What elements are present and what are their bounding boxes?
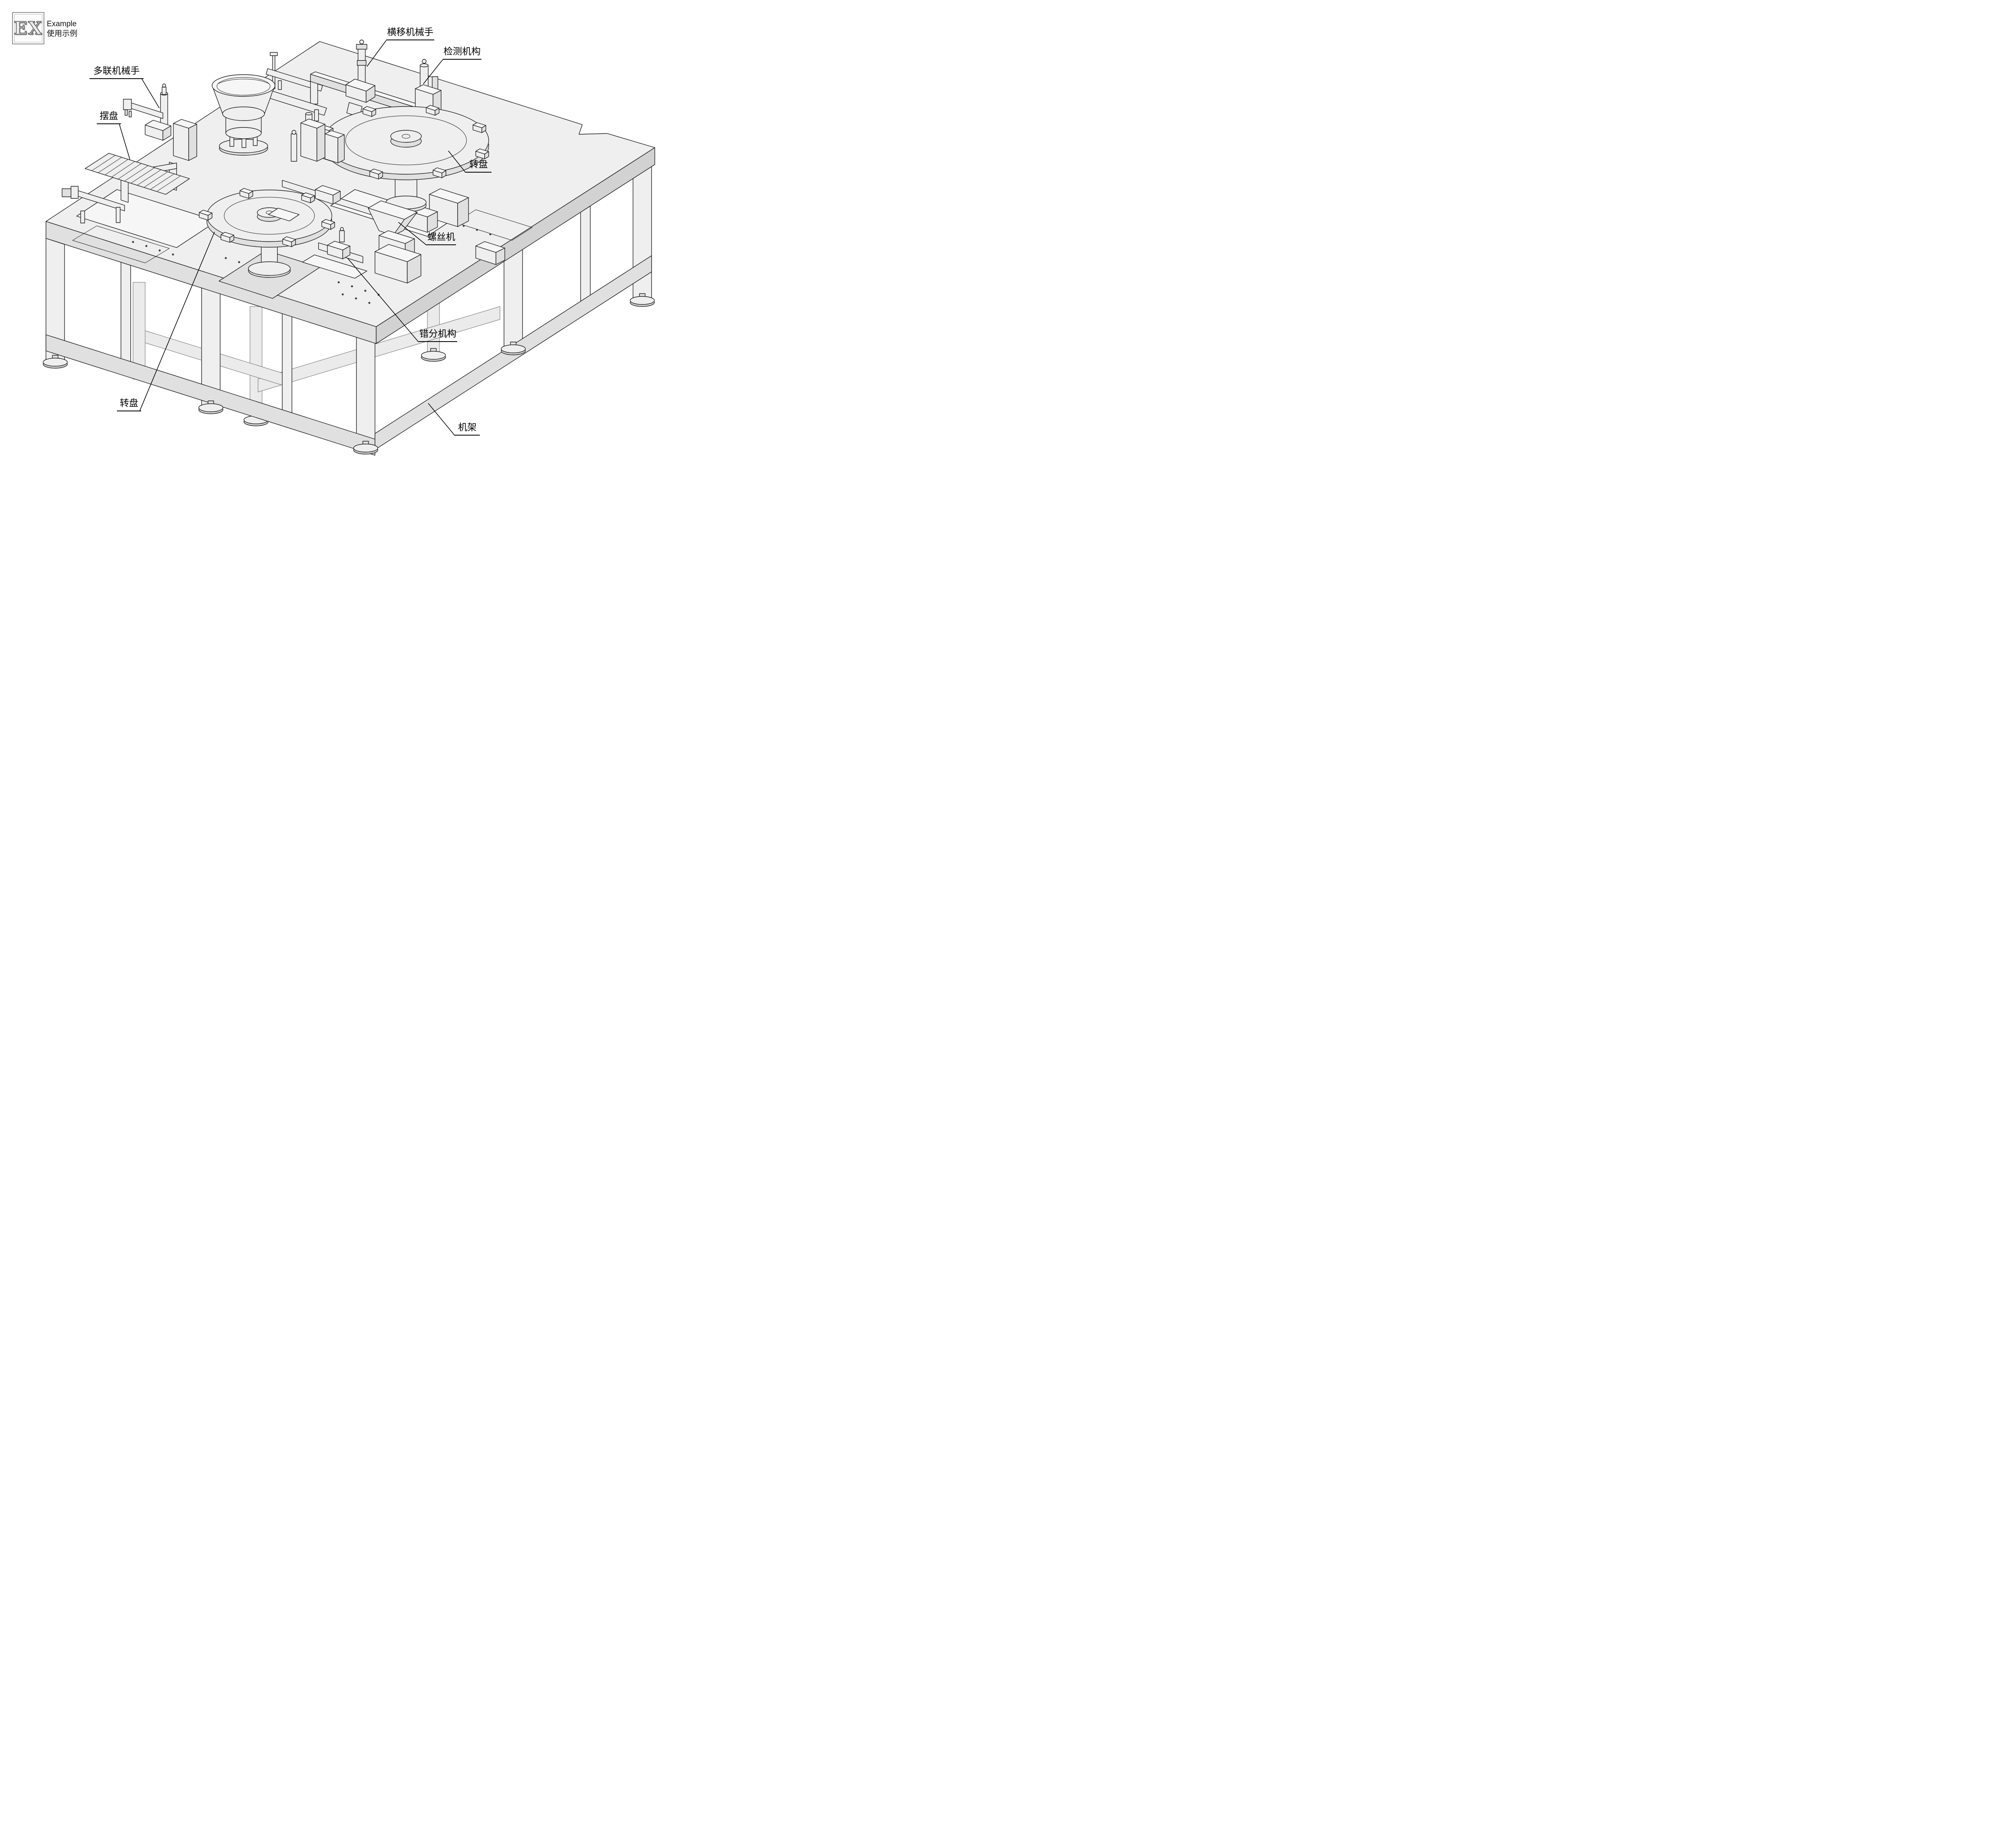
turntable-upper (320, 105, 489, 233)
label-detection-unit: 检测机构 (443, 46, 481, 60)
label-multi-robot: 多联机械手 (90, 65, 144, 79)
label-frame: 机架 (455, 421, 480, 436)
station-towers (291, 112, 345, 163)
small-block (475, 241, 505, 265)
multi-robot (123, 83, 197, 161)
feed-chute (270, 91, 327, 121)
leader-sorting-unit (347, 258, 419, 342)
ex-logo-mark: EX (13, 18, 43, 39)
leader-tray (119, 124, 130, 160)
label-turntable-right: 转盘 (466, 158, 492, 173)
leader-turntable-left (139, 231, 215, 412)
logo-caption: Example 使用示例 (47, 19, 77, 39)
label-tray: 摆盘 (97, 110, 121, 124)
leader-turntable-right (448, 150, 466, 173)
machine-illustration (43, 40, 655, 456)
label-traverse-robot: 横移机械手 (386, 26, 434, 40)
table-top (46, 41, 655, 344)
leader-screw-machine (398, 222, 427, 246)
label-screw-machine: 螺丝机 (427, 231, 456, 245)
leader-traverse-robot (367, 40, 387, 67)
ex-logo: EX (12, 12, 44, 44)
frame-front-left (46, 238, 375, 456)
sorting-unit (302, 227, 367, 279)
assembly-machine-diagram: EX Example 使用示例 横移机械手 检测机构 多联机械手 摆盘 转盘 螺… (0, 0, 660, 460)
label-sorting-unit: 错分机构 (419, 328, 457, 342)
bowl-feeder (212, 74, 275, 156)
leader-detection-unit (423, 59, 443, 84)
leader-frame (428, 403, 455, 436)
logo-subtitle: 使用示例 (47, 29, 78, 38)
tray-module (62, 153, 190, 223)
leader-multi-robot (142, 79, 160, 108)
transfer-rail (282, 180, 383, 219)
label-turntable-left: 转盘 (117, 397, 141, 411)
cover-box (375, 244, 421, 284)
logo-title: Example (47, 20, 77, 28)
turntable-lower (199, 188, 335, 299)
leader-lines (119, 40, 466, 436)
